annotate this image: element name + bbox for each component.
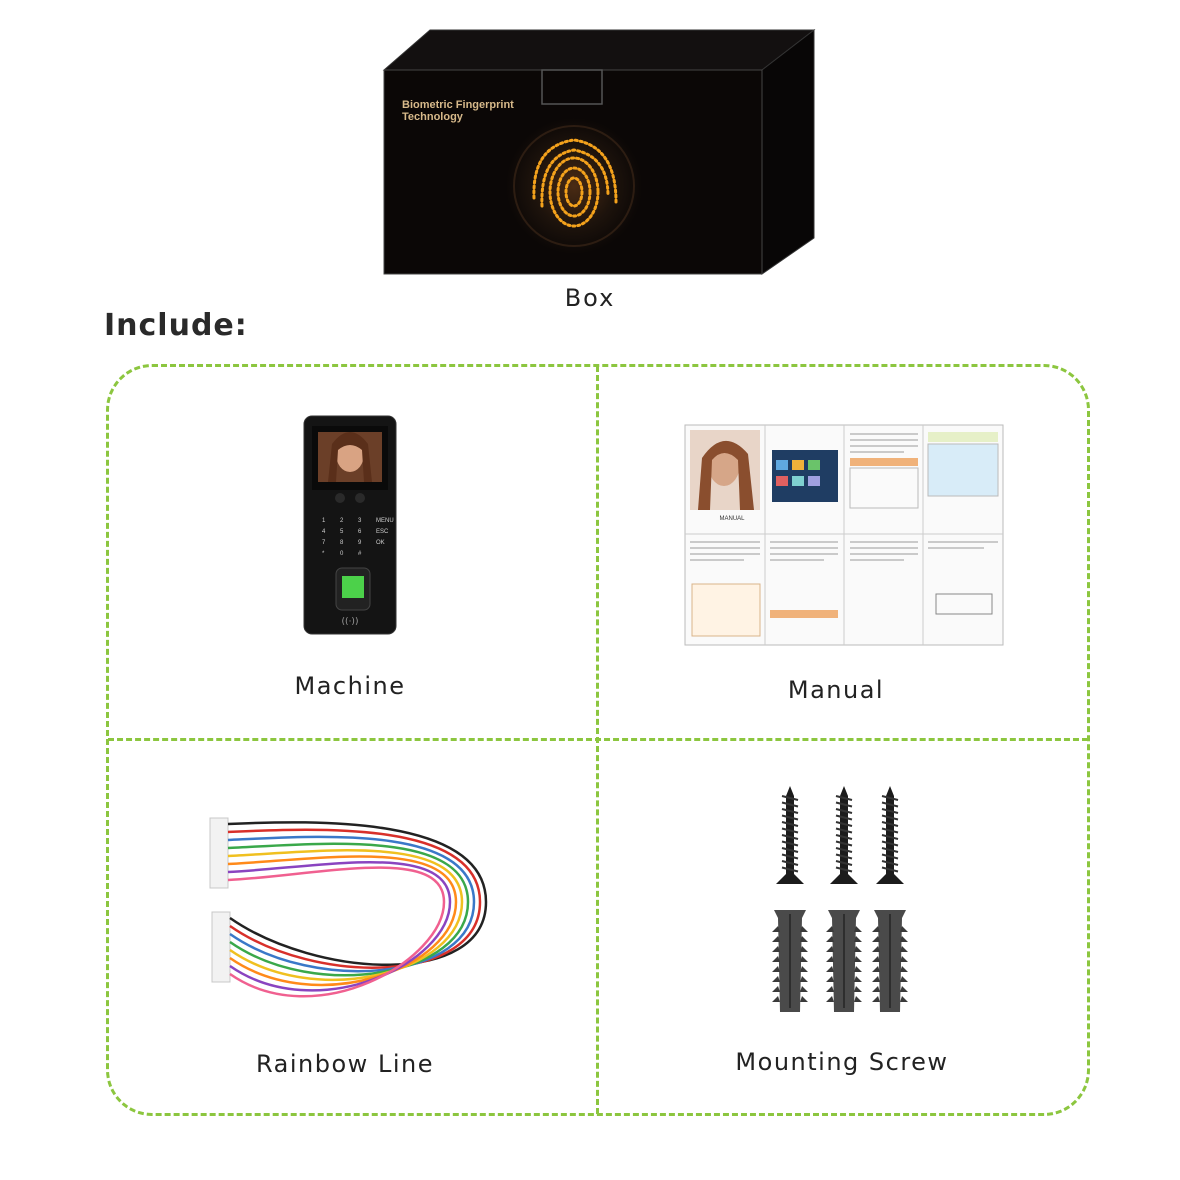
keypad: 1 2 3 MENU 4 5 6 ESC 7 8 9 OK * 0 # — [322, 518, 394, 557]
wall-anchor — [826, 910, 862, 1012]
manual-caption: Manual — [787, 676, 885, 704]
wall-anchor — [772, 910, 808, 1012]
box-printed-text-2: Technology — [402, 111, 464, 123]
keypad-key: 7 — [322, 540, 326, 546]
fingerprint-icon — [532, 138, 618, 228]
cable-wire — [227, 849, 464, 981]
keypad-key: # — [358, 551, 362, 557]
keypad-key: 2 — [340, 518, 344, 524]
keypad-key: MENU — [376, 518, 394, 524]
cable-wire — [227, 842, 470, 977]
keypad-key: 5 — [340, 529, 344, 535]
manual-title: MANUAL — [719, 516, 745, 522]
screw-and-anchor-image — [772, 786, 908, 1012]
cable-wire — [227, 866, 446, 998]
screw — [876, 786, 904, 884]
cable-wire — [227, 835, 476, 973]
keypad-key: ESC — [376, 529, 389, 535]
cable-wire — [227, 861, 452, 992]
keypad-key: 3 — [358, 518, 362, 524]
include-heading: Include: — [104, 308, 248, 343]
keypad-key: 8 — [340, 540, 344, 546]
keypad-key: OK — [376, 540, 385, 546]
screw — [830, 786, 858, 884]
panel-horizontal-divider — [108, 738, 1088, 741]
cable-wire — [227, 828, 482, 969]
keypad-key: 6 — [358, 529, 362, 535]
cable-wire — [227, 821, 488, 966]
keypad-key: 9 — [358, 540, 362, 546]
fingerprint-terminal-image: 1 2 3 MENU 4 5 6 ESC 7 8 9 OK * 0 # ((·)) — [303, 415, 397, 635]
manual-booklet-image: MANUAL — [684, 424, 1004, 646]
keypad-key: * — [322, 551, 325, 557]
svg-text:((·)): ((·)) — [342, 617, 359, 627]
box-printed-text-1: Biometric Fingerprint — [402, 99, 514, 111]
product-box-illustration: Biometric Fingerprint Technology — [382, 28, 816, 275]
keypad-key: 0 — [340, 551, 344, 557]
contents-panel — [106, 364, 1090, 1116]
rainbow-cable-image — [209, 817, 488, 998]
mounting-screw-caption: Mounting Screw — [735, 1048, 949, 1076]
rainbow-line-caption: Rainbow Line — [256, 1050, 434, 1078]
machine-caption: Machine — [294, 672, 406, 700]
box-caption: Box — [564, 284, 616, 312]
screw — [776, 786, 804, 884]
cable-wire — [227, 855, 458, 987]
keypad-key: 4 — [322, 529, 326, 535]
keypad-key: 1 — [322, 518, 326, 524]
wall-anchor — [872, 910, 908, 1012]
